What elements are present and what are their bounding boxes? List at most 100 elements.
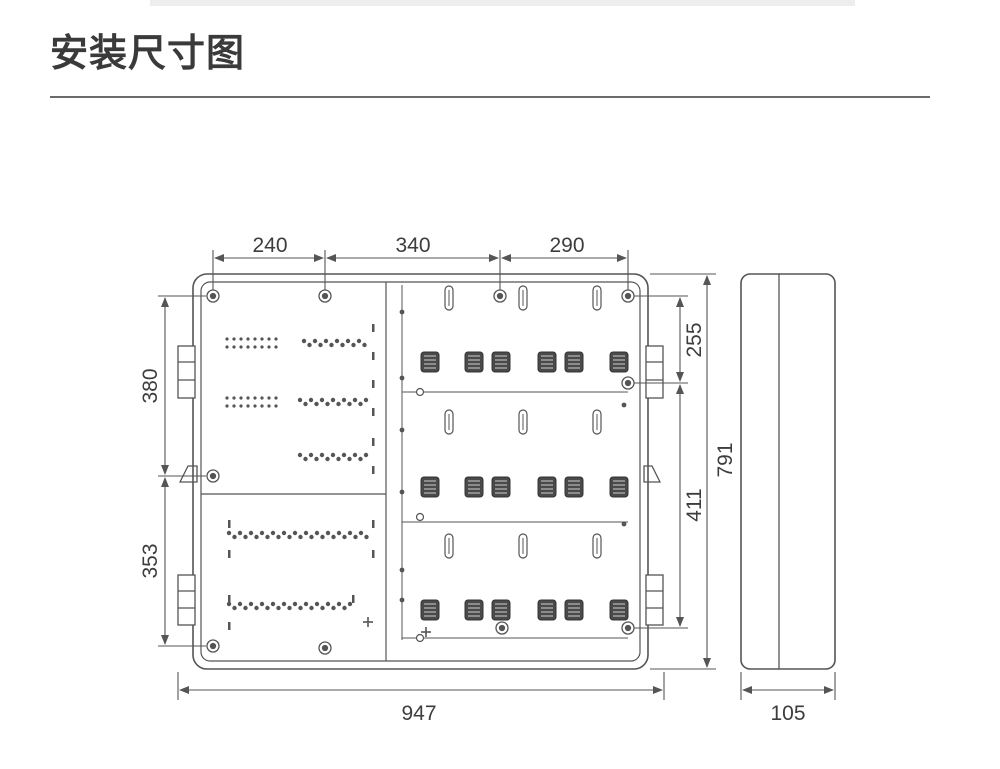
terminal-dot xyxy=(243,605,248,611)
terminal-dot xyxy=(336,530,342,536)
screw-icon xyxy=(621,621,635,635)
terminal-dot xyxy=(314,456,319,462)
screw-icon xyxy=(493,289,507,303)
rail-dot xyxy=(399,567,405,573)
meter-module xyxy=(420,599,440,621)
terminal-dot xyxy=(363,452,369,458)
terminal-tick xyxy=(228,595,231,603)
terminal-dot xyxy=(331,605,336,611)
page-title: 安装尺寸图 xyxy=(50,31,246,75)
terminal-dot xyxy=(364,534,369,540)
terminal-dot xyxy=(314,601,320,607)
terminal-dot xyxy=(347,401,352,407)
terminal-dot xyxy=(312,338,318,344)
terminal-dot xyxy=(253,337,257,341)
terminal-dot xyxy=(330,397,336,403)
side-view xyxy=(740,273,836,670)
terminal-dot xyxy=(297,452,303,458)
front-view xyxy=(192,273,649,670)
terminal-dot xyxy=(225,396,229,400)
terminal-dot xyxy=(239,345,243,349)
terminal-tick xyxy=(228,550,231,558)
terminal-tick xyxy=(372,324,375,332)
terminal-tick xyxy=(372,438,375,446)
cable-slots xyxy=(444,285,602,559)
terminal-dot xyxy=(232,337,236,341)
terminal-dot xyxy=(281,530,287,536)
rail-dot xyxy=(399,489,405,495)
terminal-dot xyxy=(225,404,229,408)
terminal-dot xyxy=(232,404,236,408)
terminal-dot xyxy=(308,397,314,403)
terminal-dot xyxy=(265,605,270,611)
terminal-dot xyxy=(254,605,259,611)
meter-module xyxy=(464,476,484,498)
terminal-dot xyxy=(253,345,257,349)
meter-module xyxy=(420,476,440,498)
terminal-dot xyxy=(232,345,236,349)
rail-dot xyxy=(621,521,627,527)
meter-module xyxy=(491,476,511,498)
rail-dot xyxy=(399,597,405,603)
terminal-dot xyxy=(287,534,292,540)
terminal-dot xyxy=(248,601,254,607)
terminal-dot xyxy=(330,452,336,458)
terminal-dot xyxy=(325,530,331,536)
terminal-tick xyxy=(372,352,375,360)
terminal-dot xyxy=(336,601,342,607)
rail-screw-icon xyxy=(415,633,425,643)
terminal-dot xyxy=(309,534,314,540)
meter-module xyxy=(564,476,584,498)
terminal-dot xyxy=(319,452,325,458)
terminal-dot xyxy=(356,338,362,344)
terminal-dot xyxy=(303,530,309,536)
terminal-dot xyxy=(362,342,367,348)
screw-icon xyxy=(621,289,635,303)
terminal-dot xyxy=(318,342,323,348)
terminal-dot xyxy=(253,404,257,408)
dimension-label-left-lower: 353 xyxy=(139,543,162,578)
terminal-dot xyxy=(308,452,314,458)
screw-icon xyxy=(206,469,220,483)
terminal-dot xyxy=(276,605,281,611)
terminal-dot xyxy=(303,456,308,462)
terminal-dot xyxy=(319,397,325,403)
terminal-dot xyxy=(270,530,276,536)
terminal-dot xyxy=(246,396,250,400)
meter-module xyxy=(491,599,511,621)
terminal-dot xyxy=(297,397,303,403)
meter-module xyxy=(464,599,484,621)
rail-screw-icon xyxy=(415,512,425,522)
terminal-dot xyxy=(274,345,278,349)
terminal-dot xyxy=(281,601,287,607)
terminal-dot xyxy=(232,534,237,540)
terminal-dot xyxy=(267,337,271,341)
terminal-dot xyxy=(248,530,254,536)
terminal-dot xyxy=(274,404,278,408)
dimension-label-top-left: 240 xyxy=(252,234,287,257)
terminal-dot xyxy=(358,456,363,462)
terminal-dot xyxy=(336,456,341,462)
terminal-dot xyxy=(325,456,330,462)
dimension-label-depth: 105 xyxy=(770,702,805,725)
terminal-dot xyxy=(265,534,270,540)
terminal-dot xyxy=(358,401,363,407)
terminal-dot xyxy=(325,601,331,607)
terminal-dot xyxy=(353,534,358,540)
meter-module xyxy=(420,351,440,373)
terminal-dot xyxy=(232,396,236,400)
terminal-dot xyxy=(314,401,319,407)
terminal-tick xyxy=(372,520,375,528)
meter-module xyxy=(491,351,511,373)
terminal-tick xyxy=(372,550,375,558)
terminal-dot xyxy=(239,404,243,408)
terminal-dot xyxy=(329,342,334,348)
terminal-dot xyxy=(351,342,356,348)
side-brackets xyxy=(177,345,664,626)
side-view-body xyxy=(740,273,836,670)
terminal-dot xyxy=(260,337,264,341)
screw-icon xyxy=(318,289,332,303)
screw-icon xyxy=(206,639,220,653)
mounting-screws xyxy=(206,289,635,655)
rail-dot xyxy=(399,309,405,315)
